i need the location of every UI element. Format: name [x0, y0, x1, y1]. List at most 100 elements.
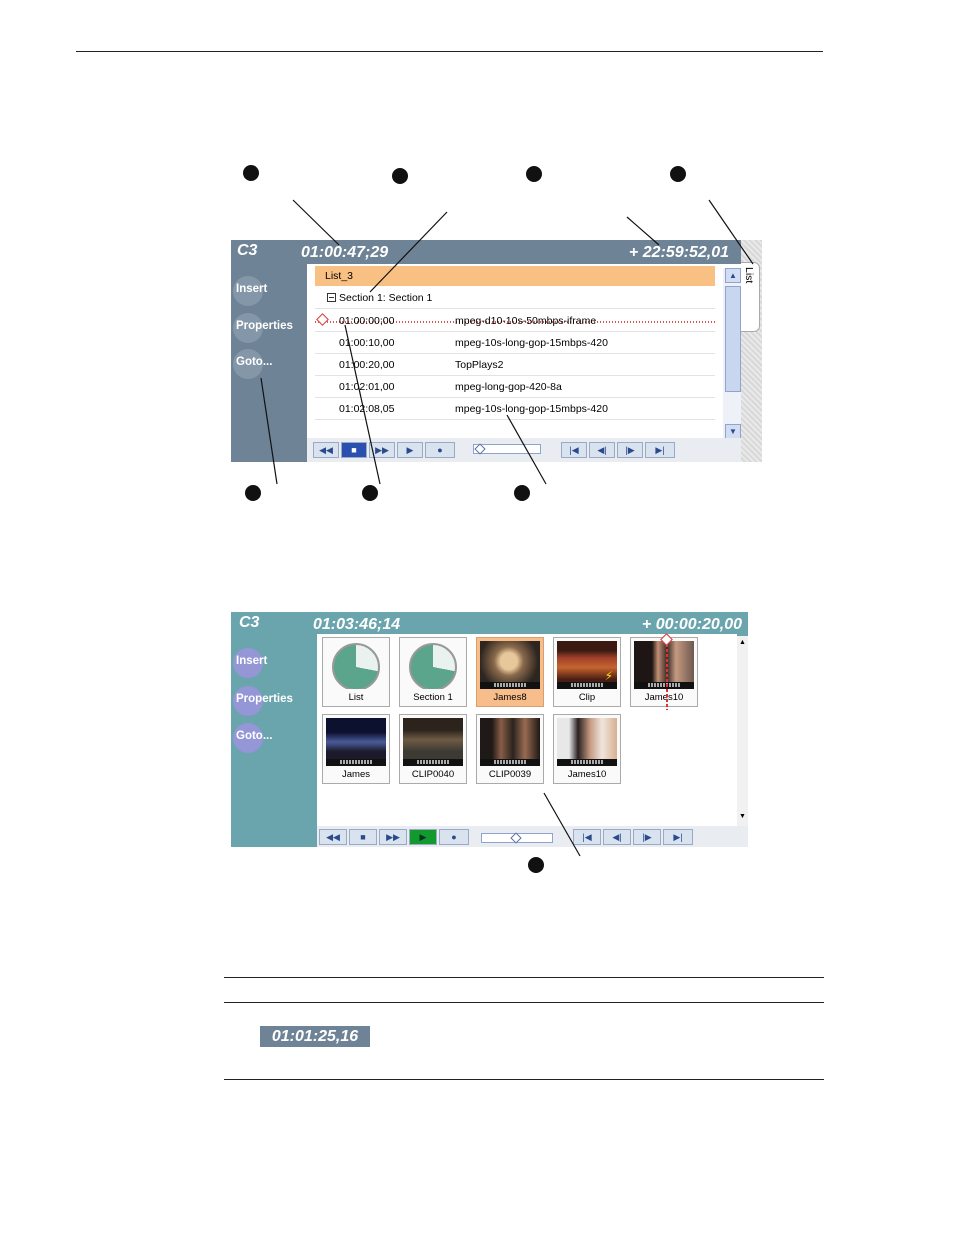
go-to-start-button[interactable]: |◀ — [561, 442, 587, 458]
play-button[interactable]: ▶ — [409, 829, 437, 845]
list-scrollbar[interactable]: ▲ ▼ — [723, 268, 741, 440]
event-row[interactable]: 01:02:01,00 mpeg-long-gop-420-8a — [315, 376, 715, 398]
table-header-rule — [224, 1002, 824, 1003]
properties-button[interactable]: Properties — [231, 686, 307, 716]
event-name: mpeg-10s-long-gop-15mbps-420 — [455, 403, 608, 415]
clip-frame-image: ⚡ — [557, 641, 617, 689]
insert-button-label: Insert — [236, 655, 268, 667]
step-back-button[interactable]: ◀| — [589, 442, 615, 458]
event-row[interactable]: 01:02:08,05 mpeg-10s-long-gop-15mbps-420 — [315, 398, 715, 420]
clip-frame-image — [557, 718, 617, 766]
list-name-row[interactable]: List_3 — [315, 266, 715, 286]
thumbnail-label: James10 — [644, 692, 684, 703]
thumbnail-label: Clip — [578, 692, 596, 703]
clip-frame-image — [403, 718, 463, 766]
thumbnail-label: List — [348, 692, 364, 703]
insert-button[interactable]: Insert — [231, 648, 307, 678]
side-button-bar: Insert Properties Goto... — [231, 264, 307, 462]
rewind-button[interactable]: ◀◀ — [313, 442, 339, 458]
collapse-icon[interactable] — [327, 293, 336, 302]
thumbnail-label: James8 — [493, 692, 527, 703]
list-name: List_3 — [325, 270, 354, 282]
position-slider[interactable] — [481, 832, 553, 844]
go-to-end-button[interactable]: ▶| — [645, 442, 675, 458]
thumbnail-clip[interactable]: ⚡ Clip — [553, 637, 621, 707]
playlist-thumbnail-view: C3 01:03:46;14 + 00:00:20,00 Insert Prop… — [231, 612, 748, 847]
thumbnail-clip[interactable]: James10 — [553, 714, 621, 784]
step-back-button[interactable]: ◀| — [603, 829, 631, 845]
button-bubble — [233, 313, 263, 343]
event-row-current[interactable]: 01:00:00;00 mpeg-d10-10s-50mbps-iframe — [315, 310, 715, 332]
insert-button-label: Insert — [236, 283, 268, 295]
thumbnail-clip[interactable]: CLIP0039 — [476, 714, 544, 784]
button-bubble — [233, 686, 263, 716]
step-forward-button[interactable]: |▶ — [617, 442, 643, 458]
stop-button[interactable]: ■ — [349, 829, 377, 845]
button-bubble — [233, 276, 263, 306]
list-tab[interactable]: List — [741, 262, 760, 332]
thumbnail-label: James10 — [567, 769, 607, 780]
event-list: List_3 Section 1: Section 1 01:00:00;00 … — [307, 264, 741, 438]
scroll-up-icon[interactable]: ▲ — [739, 639, 746, 646]
slider-knob-icon[interactable] — [510, 832, 522, 844]
step-forward-button[interactable]: |▶ — [633, 829, 661, 845]
position-slider[interactable] — [473, 443, 541, 455]
record-button[interactable]: ● — [425, 442, 455, 458]
properties-button-label: Properties — [236, 320, 293, 332]
goto-button[interactable]: Goto... — [231, 349, 307, 379]
properties-button-label: Properties — [236, 693, 293, 705]
scroll-up-icon[interactable]: ▲ — [725, 268, 741, 283]
go-to-start-button[interactable]: |◀ — [573, 829, 601, 845]
clip-frame-image — [480, 641, 540, 689]
remaining-timecode: + 22:59:52,01 — [628, 244, 729, 261]
goto-button-label: Goto... — [236, 730, 273, 742]
callout-dot — [243, 165, 259, 181]
transport-bar: ◀◀ ■ ▶▶ ▶ ● |◀ ◀| |▶ ▶| — [317, 826, 748, 847]
scroll-down-icon[interactable]: ▼ — [725, 424, 741, 439]
goto-button[interactable]: Goto... — [231, 723, 307, 753]
thumbnail-scrollbar[interactable]: ▲ ▼ — [737, 636, 748, 826]
thumbnail-clip[interactable]: James10 — [630, 633, 698, 710]
rewind-button[interactable]: ◀◀ — [319, 829, 347, 845]
thumbnail-list[interactable]: List — [322, 637, 390, 707]
callout-dot — [528, 857, 544, 873]
play-button[interactable]: ▶ — [397, 442, 423, 458]
event-name: mpeg-d10-10s-50mbps-iframe — [455, 315, 597, 327]
scroll-down-icon[interactable]: ▼ — [739, 813, 746, 820]
callout-dot — [245, 485, 261, 501]
section-row[interactable]: Section 1: Section 1 — [315, 288, 715, 309]
thumbnail-clip[interactable]: CLIP0040 — [399, 714, 467, 784]
event-row[interactable]: 01:00:20,00 TopPlays2 — [315, 354, 715, 376]
channel-label: C3 — [239, 614, 260, 631]
slider-knob-icon[interactable] — [474, 443, 486, 455]
stop-button[interactable]: ■ — [341, 442, 367, 458]
clip-frame-image — [634, 641, 694, 689]
fast-forward-button[interactable]: ▶▶ — [369, 442, 395, 458]
thumbnail-label: CLIP0040 — [411, 769, 455, 780]
record-button[interactable]: ● — [439, 829, 469, 845]
event-row[interactable]: 01:00:10,00 mpeg-10s-long-gop-15mbps-420 — [315, 332, 715, 354]
remaining-timecode-value: 22:59:52,01 — [642, 244, 729, 261]
thumbnail-clip-selected[interactable]: James8 — [476, 637, 544, 707]
channel-label: C3 — [237, 242, 258, 259]
transport-bar: ◀◀ ■ ▶▶ ▶ ● |◀ ◀| |▶ ▶| — [307, 438, 741, 462]
go-to-end-button[interactable]: ▶| — [663, 829, 693, 845]
scrollbar-thumb[interactable] — [725, 286, 741, 392]
header-rule — [76, 51, 823, 52]
table-top-rule — [224, 977, 824, 978]
thumbnail-section[interactable]: Section 1 — [399, 637, 467, 707]
callout-dot — [670, 166, 686, 182]
side-tab-strip: List — [741, 240, 762, 462]
side-button-bar: Insert Properties Goto... — [231, 634, 317, 847]
thumbnail-clip[interactable]: James — [322, 714, 390, 784]
fast-forward-button[interactable]: ▶▶ — [379, 829, 407, 845]
properties-button[interactable]: Properties — [231, 313, 307, 343]
table-bottom-rule — [224, 1079, 824, 1080]
thumbnail-label: Section 1 — [413, 692, 453, 703]
event-timecode: 01:00:20,00 — [339, 359, 395, 371]
event-timecode: 01:00:00;00 — [339, 315, 395, 327]
button-bubble — [233, 648, 263, 678]
event-name: mpeg-10s-long-gop-15mbps-420 — [455, 337, 608, 349]
insert-button[interactable]: Insert — [231, 276, 307, 306]
clip-frame-image — [480, 718, 540, 766]
